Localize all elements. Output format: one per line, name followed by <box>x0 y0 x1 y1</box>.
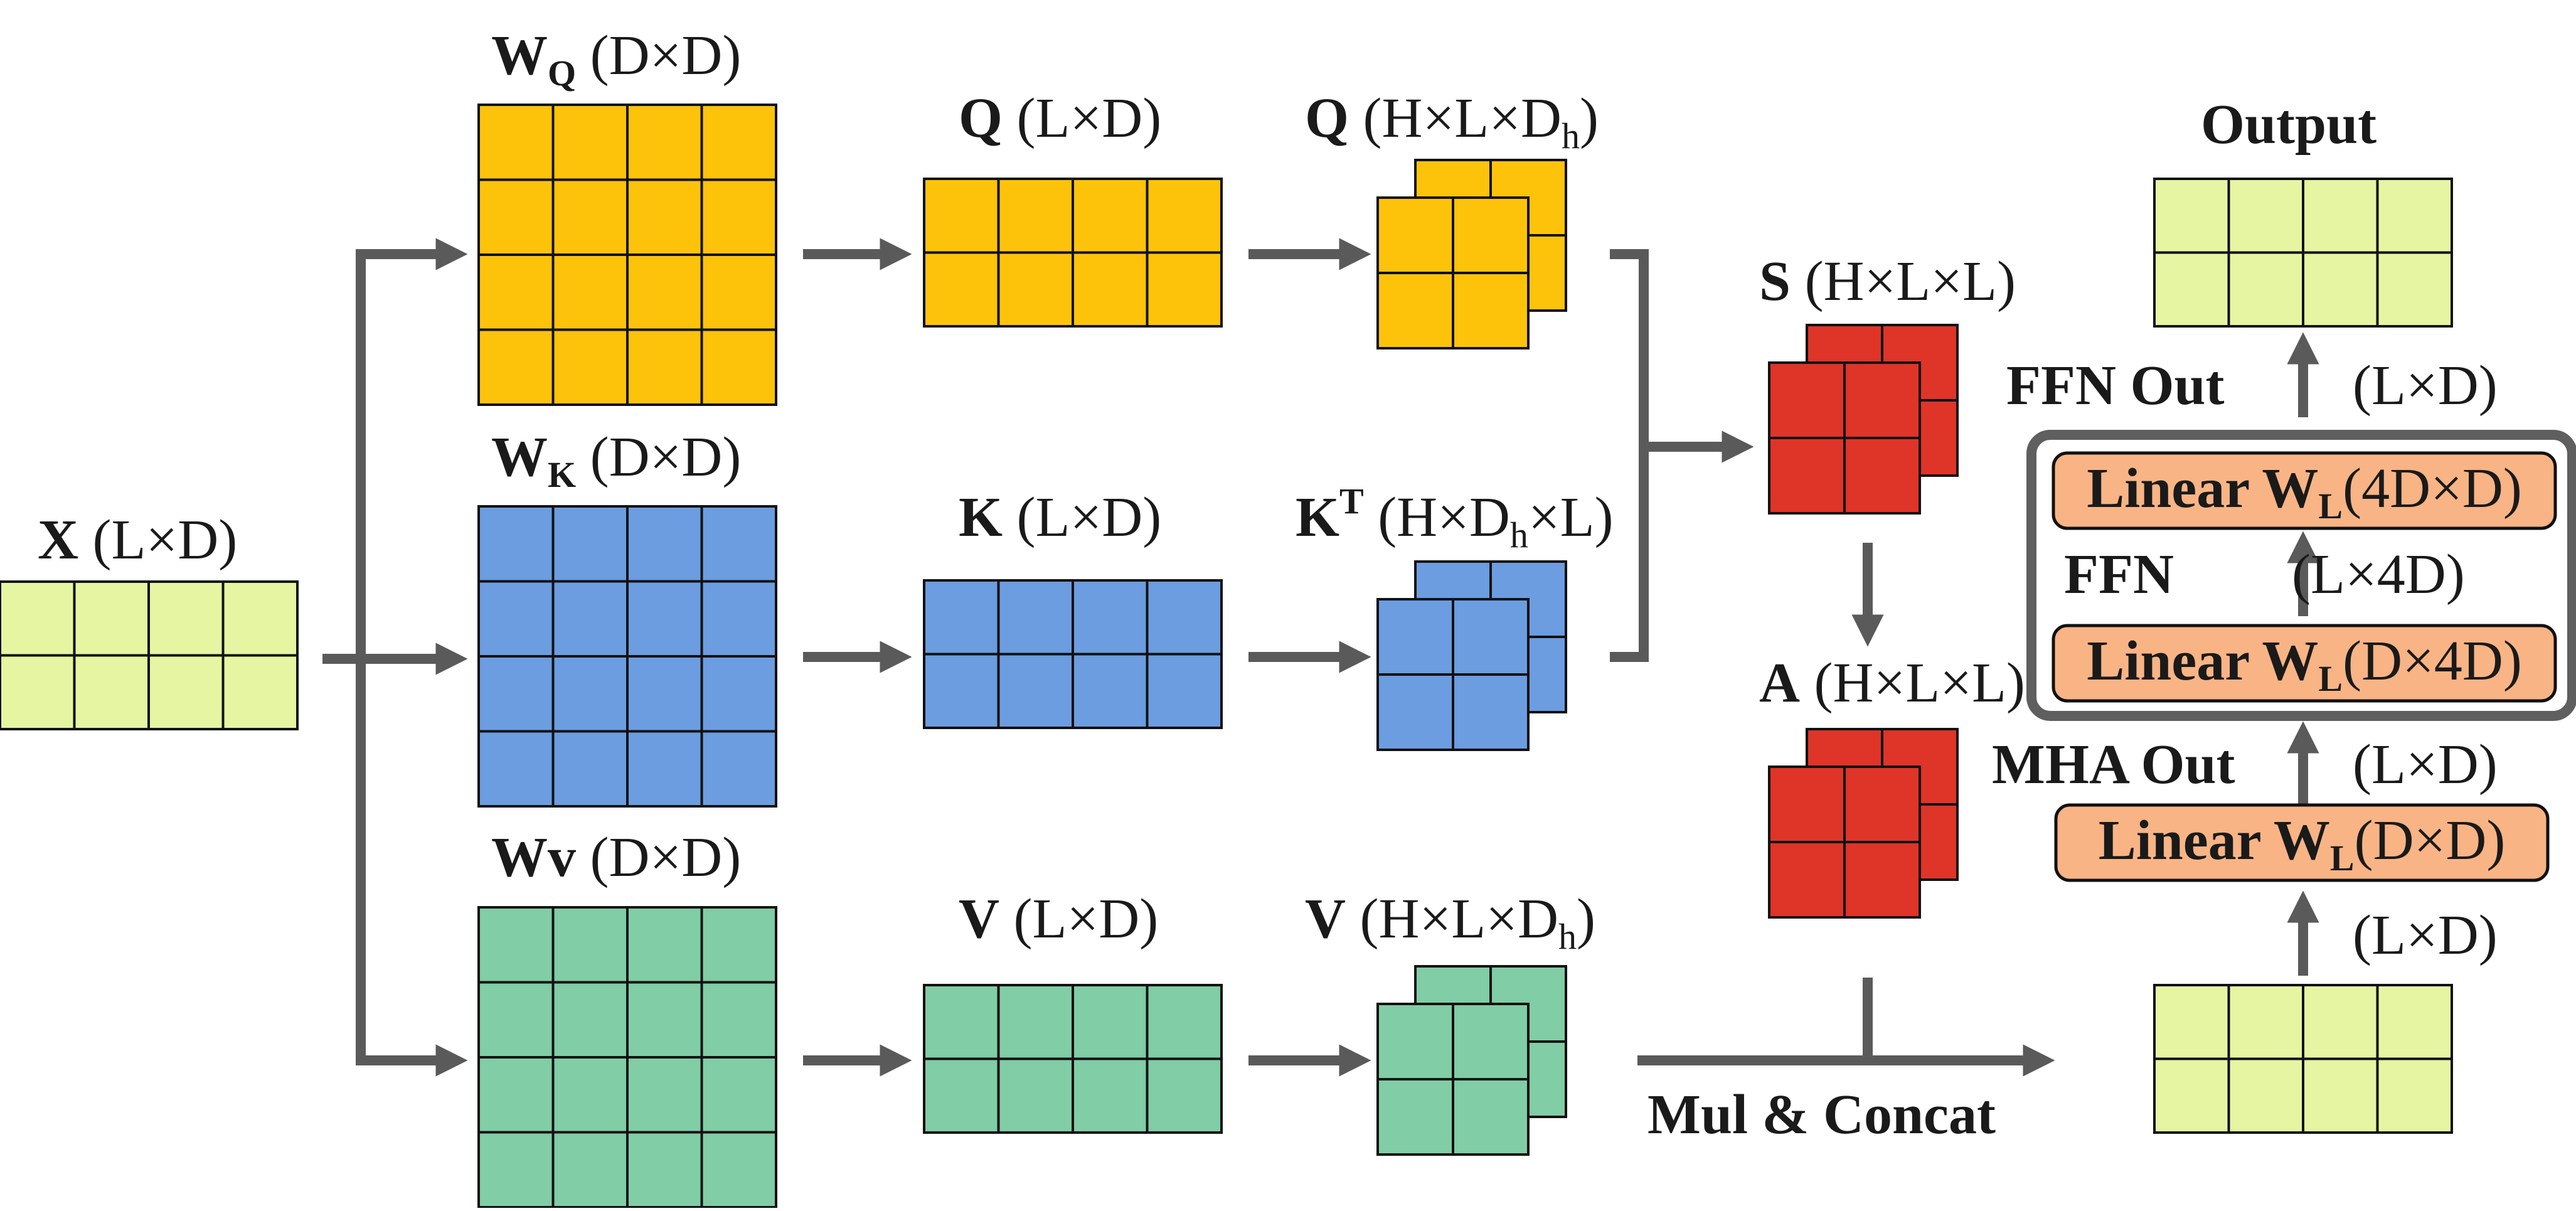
label-ffn-mid-dims: (L×4D) <box>2292 543 2465 606</box>
label-v-heads: V (H×L×Dh) <box>1305 888 1595 957</box>
stack-a-attention-front <box>1768 766 1921 919</box>
label-mha-out: MHA Out <box>1992 734 2235 796</box>
label-mul-concat: Mul & Concat <box>1647 1084 1996 1146</box>
matrices <box>0 104 2453 1208</box>
label-x: X (L×D) <box>38 509 237 571</box>
matrix-v <box>923 984 1223 1134</box>
stack-v-heads <box>1376 965 1567 1156</box>
matrix-mha-input <box>2153 984 2453 1134</box>
stack-k-heads-front <box>1376 598 1530 751</box>
matrix-wv <box>477 906 777 1208</box>
label-ffn-out: FFN Out <box>2006 355 2225 417</box>
label-k: K (L×D) <box>959 486 1161 548</box>
label-ffn-out-dims: (L×D) <box>2353 355 2498 417</box>
label-q: Q (L×D) <box>959 87 1161 149</box>
stack-s-scores-front <box>1768 361 1921 515</box>
label-pre-dims: (L×D) <box>2353 904 2498 966</box>
head-stacks <box>1376 159 1959 1156</box>
matrix-wk <box>477 505 777 808</box>
linear-ffn-project-box <box>2052 451 2557 530</box>
label-ffn: FFN <box>2064 543 2174 606</box>
matrix-wq <box>477 104 777 406</box>
linear-layers: Linear WL(D×D) Linear WL(D×4D) Linear WL(4… <box>2052 451 2557 882</box>
stack-s-scores <box>1768 324 1959 515</box>
linear-ffn-expand-label: Linear WL(D×4D) <box>2087 630 2522 699</box>
linear-ffn-expand-box <box>2052 624 2557 703</box>
label-wq: WQ (D×D) <box>491 24 741 93</box>
linear-mha-output-label: Linear WL(D×D) <box>2099 809 2506 878</box>
label-output: Output <box>2201 93 2376 156</box>
ffn-group-box <box>2026 430 2576 721</box>
linear-ffn-expand: Linear WL(D×4D) <box>2052 624 2557 703</box>
stack-k-heads <box>1376 560 1567 751</box>
matrix-x <box>0 580 299 730</box>
stack-a-attention <box>1768 728 1959 919</box>
matrix-k <box>923 579 1223 729</box>
linear-mha-output: Linear WL(D×D) <box>2054 803 2550 882</box>
label-k-transposed: KT (H×Dh×L) <box>1296 481 1614 555</box>
stack-q-heads <box>1376 159 1567 349</box>
linear-mha-output-box <box>2054 803 2550 882</box>
connector-lines <box>322 238 2576 1077</box>
linear-ffn-project-label: Linear WL(4D×D) <box>2087 457 2522 526</box>
stack-q-heads-front <box>1376 196 1530 349</box>
bracket-qk <box>1610 249 1649 662</box>
stack-v-heads-front <box>1376 1003 1530 1156</box>
label-mha-dims: (L×D) <box>2353 734 2498 796</box>
label-s: S (H×L×L) <box>1759 250 2016 312</box>
label-q-heads: Q (H×L×Dh) <box>1305 87 1599 156</box>
label-wv: Wv (D×D) <box>491 826 741 888</box>
matrix-q <box>923 178 1223 328</box>
label-wk: WK (D×D) <box>491 426 741 495</box>
label-a: A (H×L×L) <box>1759 652 2025 714</box>
matrix-output <box>2153 178 2453 328</box>
arrow-to-wv <box>356 753 468 1077</box>
linear-ffn-project: Linear WL(4D×D) <box>2052 451 2557 530</box>
label-v: V (L×D) <box>959 888 1158 950</box>
